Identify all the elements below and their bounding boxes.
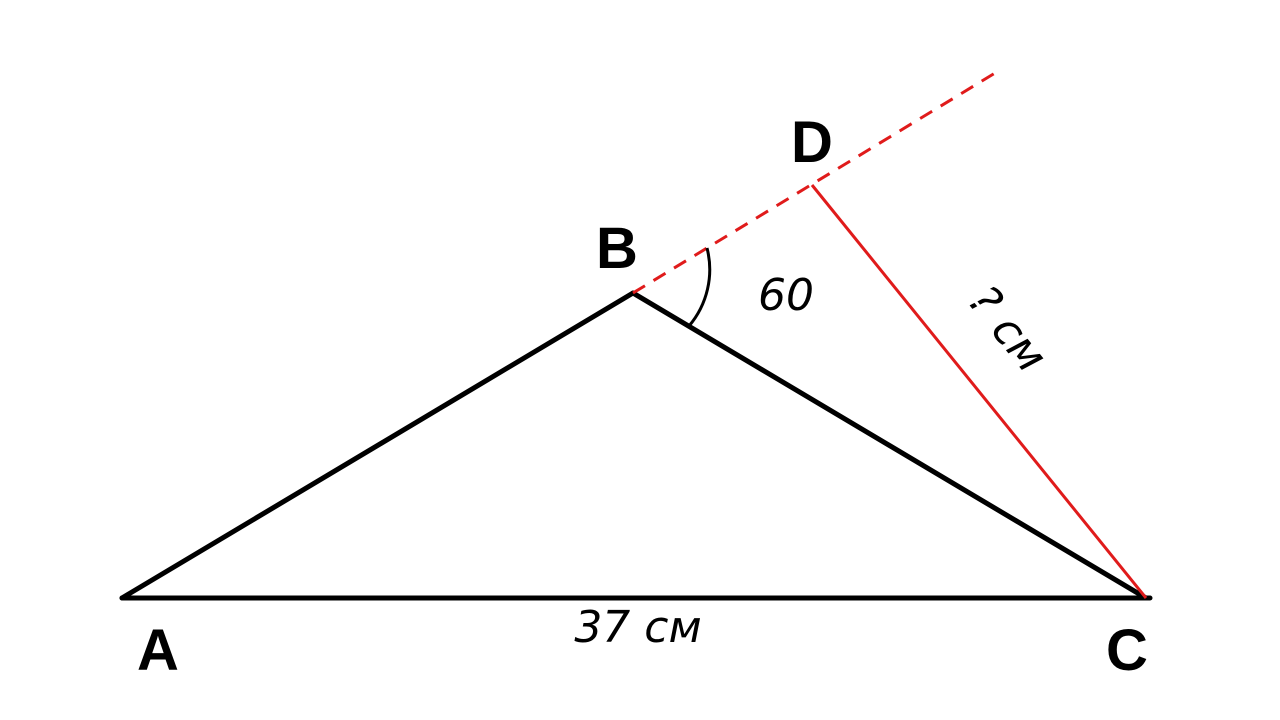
vertex-label-c: C [1106, 618, 1148, 683]
label-side-ac: 37 см [574, 602, 701, 653]
angle-arc-b [687, 247, 712, 327]
side-bc [630, 290, 1149, 601]
label-side-cd: ? см [958, 276, 1057, 382]
label-angle-b: 60 [758, 270, 814, 321]
vertex-label-a: A [137, 618, 179, 683]
side-ab [119, 290, 636, 601]
segment-cd [810, 184, 1148, 599]
vertex-label-d: D [791, 110, 833, 175]
extension-line-ab [632, 68, 1001, 295]
vertex-label-b: B [596, 216, 638, 281]
